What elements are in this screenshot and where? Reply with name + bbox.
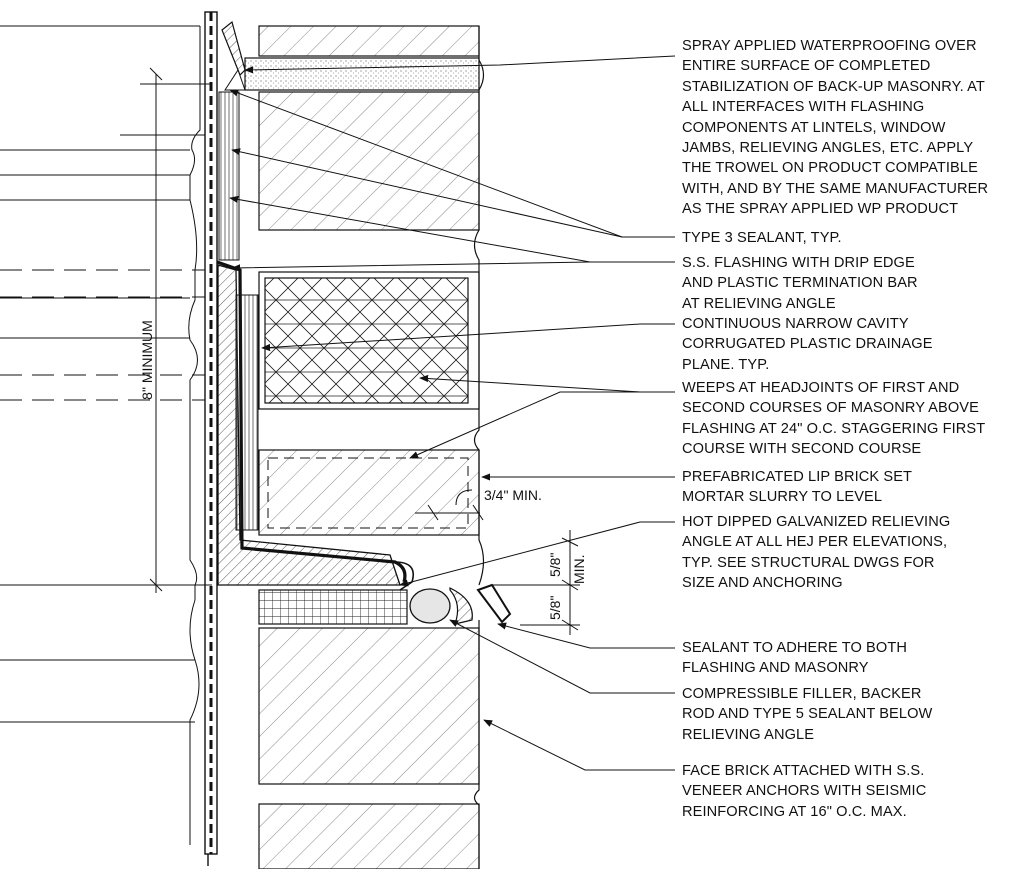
note-line: AND PLASTIC TERMINATION BAR — [682, 275, 918, 292]
termination-bar — [221, 20, 246, 77]
lip-brick-outline — [267, 457, 469, 529]
note-ss-flashing: S.S. FLASHING WITH DRIP EDGE AND PLASTIC … — [682, 253, 1012, 314]
dim-5-8-upper-min-label: MIN. — [571, 554, 587, 584]
note-sealant-adhere: SEALANT TO ADHERE TO BOTH FLASHING AND MA… — [682, 638, 1012, 679]
note-line: ENTIRE SURFACE OF COMPLETED — [682, 58, 931, 75]
note-line: HOT DIPPED GALVANIZED RELIEVING — [682, 514, 951, 530]
masonry-edge-right — [473, 26, 485, 869]
note-line: SECOND COURSES OF MASONRY ABOVE — [682, 400, 979, 417]
note-line: FACE BRICK ATTACHED WITH S.S. — [682, 763, 925, 779]
note-line: PREFABRICATED LIP BRICK SET — [682, 469, 913, 485]
note-relieving-angle: HOT DIPPED GALVANIZED RELIEVING ANGLE AT … — [682, 512, 1012, 594]
dim-8-minimum-label: 8" MINIMUM — [139, 320, 155, 400]
dim-8-minimum — [140, 67, 212, 593]
note-line: RELIEVING ANGLE — [682, 726, 815, 743]
note-line: SEALANT TO ADHERE TO BOTH — [682, 640, 907, 656]
dim-5-8-upper-label: 5/8" — [547, 553, 563, 577]
note-line: ANGLE AT ALL HEJ PER ELEVATIONS, — [682, 534, 948, 551]
note-drainage-plane: CONTINUOUS NARROW CAVITY CORRUGATED PLAST… — [682, 314, 1012, 375]
note-line: FLASHING AND MASONRY — [682, 660, 869, 677]
note-line: FLASHING AT 24" O.C. STAGGERING FIRST — [682, 420, 986, 437]
note-line: ROD AND TYPE 5 SEALANT BELOW — [682, 706, 933, 723]
note-line: TYP. SEE STRUCTURAL DWGS FOR — [682, 554, 935, 571]
note-line: TYPE 3 SEALANT, TYP. — [682, 230, 842, 246]
note-line: COMPONENTS AT LINTELS, WINDOW — [682, 119, 946, 136]
note-line: VENEER ANCHORS WITH SEISMIC — [682, 783, 927, 800]
cross-hatched-unit — [264, 277, 469, 404]
note-line: WEEPS AT HEADJOINTS OF FIRST AND — [682, 380, 960, 396]
note-weeps: WEEPS AT HEADJOINTS OF FIRST AND SECOND C… — [682, 378, 1012, 460]
note-line: AS THE SPRAY APPLIED WP PRODUCT — [682, 201, 959, 218]
drainage-plane-upper — [218, 91, 240, 261]
dim-5-8 — [490, 530, 580, 635]
note-spray-waterproofing: SPRAY APPLIED WATERPROOFING OVER ENTIRE S… — [682, 36, 1012, 220]
compressible-filler — [258, 589, 408, 625]
note-lip-brick: PREFABRICATED LIP BRICK SET MORTAR SLURRY… — [682, 467, 1012, 508]
note-line: S.S. FLASHING WITH DRIP EDGE — [682, 255, 915, 271]
note-line: ALL INTERFACES WITH FLASHING — [682, 99, 925, 116]
note-line: STABILIZATION OF BACK-UP MASONRY. AT — [682, 78, 985, 95]
dim-5-8-lower-label: 5/8" — [547, 596, 563, 620]
waterproofing-membrane — [204, 11, 218, 866]
note-compressible-filler: COMPRESSIBLE FILLER, BACKER ROD AND TYPE … — [682, 684, 1012, 745]
leader-lines — [229, 55, 676, 771]
note-line: REINFORCING AT 16" O.C. MAX. — [682, 803, 907, 820]
note-line: SIZE AND ANCHORING — [682, 575, 843, 592]
dim-3-4-min — [415, 489, 484, 521]
note-type3-sealant: TYPE 3 SEALANT, TYP. — [682, 228, 1012, 248]
note-line: MORTAR SLURRY TO LEVEL — [682, 489, 883, 506]
backer-rod — [409, 588, 451, 624]
note-line: THE TROWEL ON PRODUCT COMPATIBLE — [682, 160, 978, 177]
type5-sealant — [449, 587, 473, 625]
hidden-lines — [0, 269, 210, 401]
note-line: COMPRESSIBLE FILLER, BACKER — [682, 686, 922, 702]
ss-flashing — [216, 260, 407, 583]
note-line: COURSE WITH SECOND COURSE — [682, 441, 922, 458]
note-line: AT RELIEVING ANGLE — [682, 295, 836, 312]
note-face-brick: FACE BRICK ATTACHED WITH S.S. VENEER ANCH… — [682, 761, 1012, 822]
note-line: CORRUGATED PLASTIC DRAINAGE — [682, 336, 933, 353]
face-brick — [244, 25, 480, 869]
sealant-drip — [476, 583, 512, 624]
dim-3-4-min-label: 3/4" MIN. — [484, 487, 542, 503]
note-line: SPRAY APPLIED WATERPROOFING OVER — [682, 38, 977, 54]
note-line: PLANE. TYP. — [682, 356, 770, 373]
note-line: JAMBS, RELIEVING ANGLES, ETC. APPLY — [682, 140, 974, 157]
note-line: WITH, AND BY THE SAME MANUFACTURER — [682, 180, 989, 197]
reference-lines — [0, 134, 212, 723]
note-line: CONTINUOUS NARROW CAVITY — [682, 316, 909, 332]
